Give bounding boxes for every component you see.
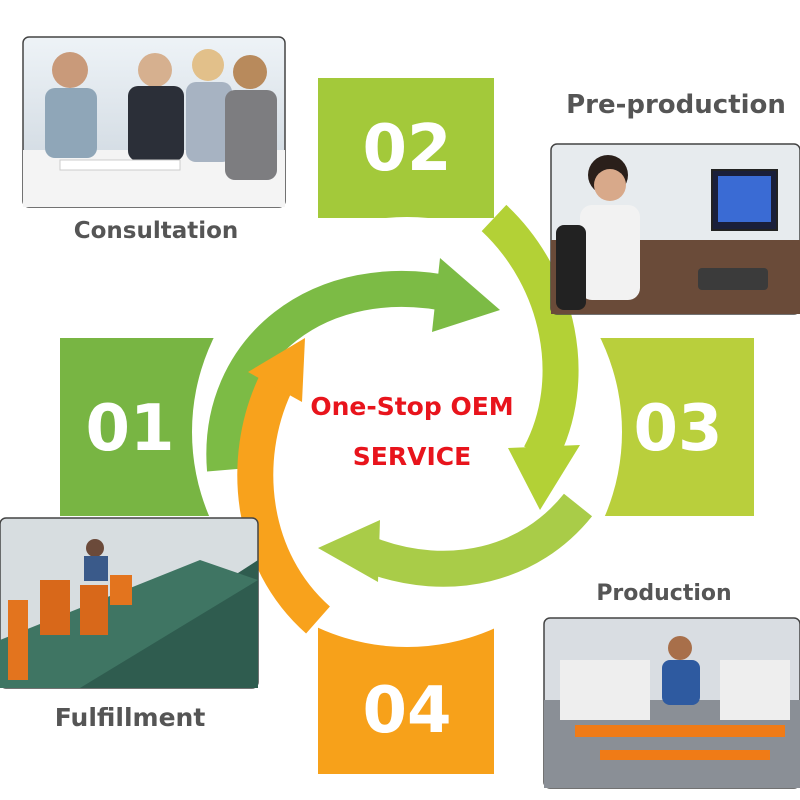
arrow-01-to-02 xyxy=(206,270,459,472)
step-number-03: 03 xyxy=(633,392,722,466)
arrow-03-to-04-head xyxy=(318,520,380,582)
step-label-fulfillment: Fulfillment xyxy=(55,703,206,732)
step-label-pre-production: Pre-production xyxy=(566,90,786,120)
printing-machine-photo xyxy=(543,617,800,789)
designer-at-computer-photo xyxy=(550,143,800,315)
step-number-01: 01 xyxy=(85,392,174,466)
arrow-03-to-04 xyxy=(363,493,593,587)
arrow-02-to-03-head xyxy=(508,445,580,510)
packing-line-photo xyxy=(0,517,259,689)
business-meeting-photo xyxy=(22,36,286,208)
arrow-04-to-01-head xyxy=(248,338,305,402)
step-number-02: 02 xyxy=(362,112,451,186)
step-label-production: Production xyxy=(596,581,731,606)
arrow-04-to-01 xyxy=(237,377,331,634)
step-label-consultation: Consultation xyxy=(74,218,239,244)
block-02 xyxy=(318,78,494,218)
arrow-01-to-02-head xyxy=(432,258,500,332)
arrow-02-to-03 xyxy=(481,204,579,464)
center-title-line1: One-Stop OEM xyxy=(310,392,513,421)
step-number-04: 04 xyxy=(362,674,451,748)
center-title-line2: SERVICE xyxy=(353,442,471,471)
